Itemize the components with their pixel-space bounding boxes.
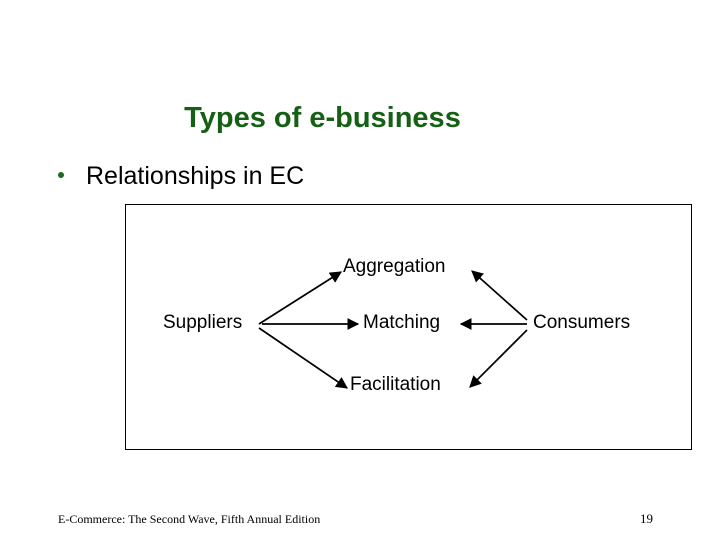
diagram-node-aggregation: Aggregation (343, 256, 446, 277)
diagram-node-matching: Matching (363, 312, 441, 333)
diagram-node-facilitation: Facilitation (350, 374, 441, 395)
bullet-item-label: Relationships in EC (86, 162, 305, 190)
footer-page-number: 19 (640, 511, 653, 526)
page-title: Types of e-business (184, 102, 461, 134)
footer-source-text: E-Commerce: The Second Wave, Fifth Annua… (58, 512, 321, 526)
diagram-node-suppliers: Suppliers (163, 312, 243, 333)
bullet-dot-icon (58, 172, 64, 178)
diagram-frame (125, 204, 692, 450)
bullet-list-item: Relationships in EC (58, 162, 304, 190)
diagram-node-consumers: Consumers (533, 312, 631, 333)
